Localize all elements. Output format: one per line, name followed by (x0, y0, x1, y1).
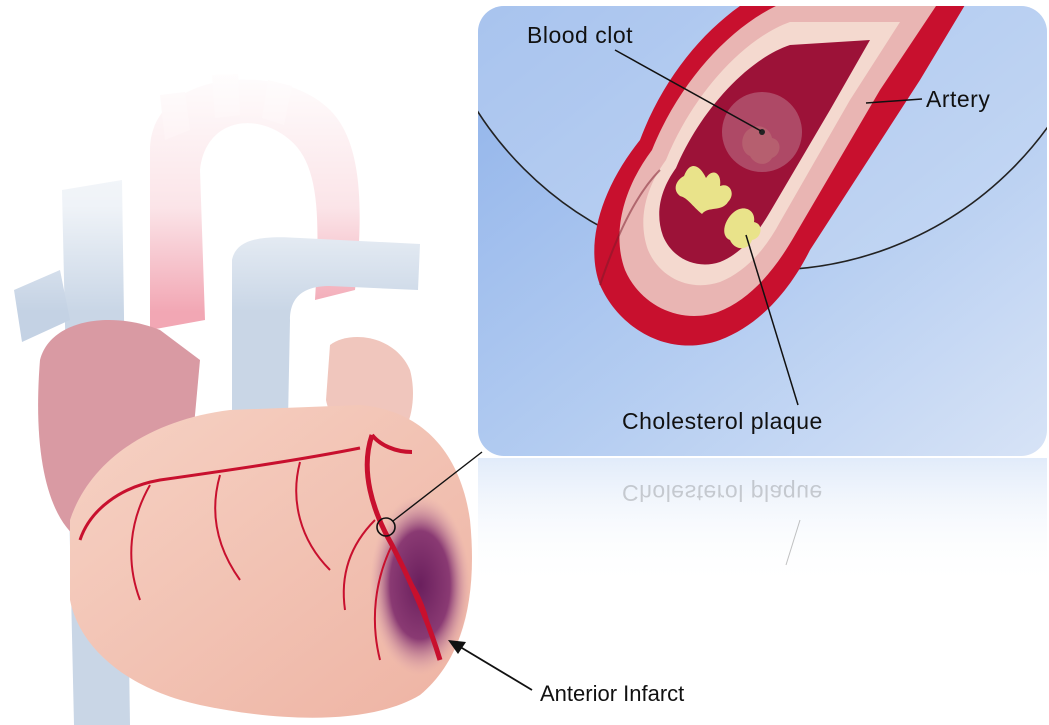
heart (0, 60, 482, 725)
artery-label: Artery (926, 86, 990, 113)
cholesterol-plaque-label: Cholesterol plaque (622, 408, 823, 435)
inset-reflection (478, 458, 1047, 588)
anterior-infarct-label: Anterior Infarct (540, 681, 684, 707)
cholesterol-plaque-reflection: Cholesterol plaque (622, 479, 823, 506)
blood-clot-label: Blood clot (527, 22, 633, 49)
artery-inset (423, 0, 1049, 456)
infarct-arrow (448, 640, 532, 690)
